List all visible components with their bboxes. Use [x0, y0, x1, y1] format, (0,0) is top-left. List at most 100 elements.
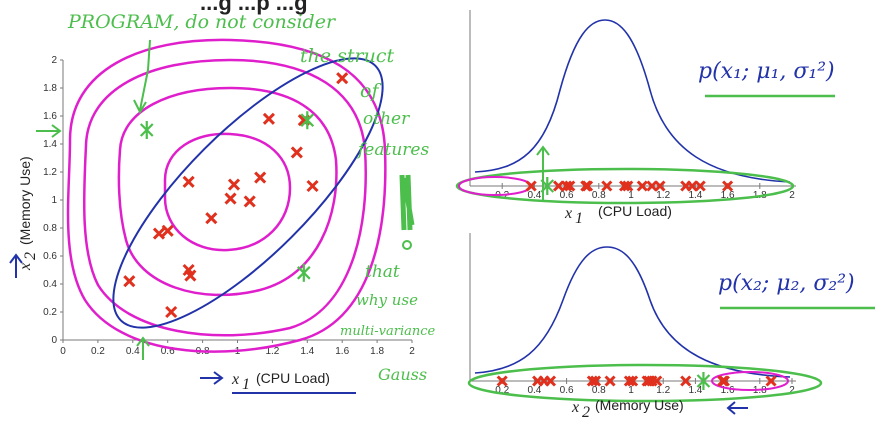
br-red-point	[627, 375, 639, 387]
pink-contour-outer	[66, 38, 387, 353]
left-xtick-label: 1.8	[370, 346, 384, 357]
left-xlabel-text: (CPU Load)	[256, 370, 330, 386]
red-data-point	[165, 305, 178, 319]
blue-ellipse-contour	[112, 57, 384, 329]
left-green-points	[139, 111, 315, 282]
br-gaussian-curve	[474, 246, 791, 378]
left-ytick-label: 0.8	[43, 223, 57, 234]
tr-data-points	[525, 177, 734, 195]
pink-contour-inner	[163, 132, 292, 252]
tr-xlabel: x 1 (CPU Load)	[564, 203, 672, 227]
left-xlabel-sub: 1	[242, 376, 250, 393]
tr-xlabel-var: x	[564, 205, 572, 222]
br-red-point	[651, 375, 663, 387]
handwritten-dot	[402, 240, 412, 250]
tr-xlabel-text: (CPU Load)	[598, 203, 672, 219]
br-green-highlight	[467, 363, 823, 403]
left-ylabel-var: x	[17, 263, 34, 271]
note-line-4: features	[356, 140, 429, 160]
left-xtick-label: 0.2	[91, 346, 105, 357]
red-data-point	[184, 269, 197, 282]
tr-green-highlight	[455, 167, 795, 205]
red-data-point	[161, 224, 174, 237]
tr-red-point	[654, 180, 666, 192]
tr-tick-label: 0.4	[527, 190, 541, 201]
br-red-point	[604, 375, 616, 387]
br-tick-label: 1.6	[721, 385, 735, 396]
left-xtick-label: 2	[409, 346, 415, 357]
br-red-point	[496, 375, 508, 387]
red-data-point	[254, 171, 267, 184]
left-ytick-label: 1.6	[43, 111, 57, 122]
br-xlabel: x 2 (Memory Use)	[571, 397, 684, 421]
tr-formula: p(x₁; μ₁, σ₁²)	[698, 59, 835, 84]
tr-red-point	[601, 180, 613, 192]
br-red-point	[590, 375, 602, 387]
left-xtick-label: 1.6	[335, 346, 349, 357]
br-xlabel-text: (Memory Use)	[595, 397, 684, 413]
tr-red-point	[561, 180, 573, 192]
left-ylabel-sub: 2	[22, 252, 39, 260]
left-xtick-label: 0.4	[126, 346, 140, 357]
left-ytick-label: 0.2	[43, 307, 57, 318]
green-test-point	[300, 111, 315, 130]
note-line-3: other	[363, 109, 410, 129]
br-red-point	[765, 375, 777, 387]
tr-green-arrow	[536, 145, 550, 200]
left-xtick-label: 0.6	[161, 346, 175, 357]
tr-tick-label: 1.4	[688, 190, 702, 201]
br-xlabel-sub: 2	[582, 404, 590, 421]
left-ylabel-text: (Memory Use)	[17, 156, 33, 245]
tr-tick-label: 1.6	[721, 190, 735, 201]
left-yaxis-green-arrow	[36, 124, 62, 138]
br-pink-highlight	[711, 371, 789, 391]
tr-red-point	[622, 180, 634, 192]
slide-title-fragment: ...g ...p ...g	[200, 0, 308, 15]
br-tick-label: 0.4	[527, 385, 541, 396]
left-xlabel-arrow	[200, 371, 224, 385]
left-ytick-label: 1.8	[43, 83, 57, 94]
br-data-points	[496, 372, 777, 390]
tr-tick-label: 2	[789, 190, 795, 201]
br-tick-label: 0.8	[592, 385, 606, 396]
handwritten-arrow-down	[133, 39, 151, 115]
tr-red-point	[525, 180, 537, 192]
br-red-point	[641, 375, 653, 387]
br-tick-label: 2	[789, 385, 795, 396]
left-ylabel: x 2 (Memory Use)	[17, 156, 39, 271]
tr-tick-label: 1	[628, 190, 634, 201]
red-data-point	[205, 212, 218, 225]
left-ytick-label: 0.6	[43, 251, 57, 262]
br-red-point	[623, 375, 635, 387]
br-tick-label: 1.2	[656, 385, 670, 396]
red-data-point	[243, 195, 256, 208]
side-note-line-2: multi-variance	[340, 324, 436, 339]
note-line-1: the struct	[300, 45, 395, 67]
red-data-point	[152, 227, 166, 240]
br-tick-label: 1	[628, 385, 634, 396]
red-data-point	[123, 275, 136, 288]
left-xtick-label: 0	[60, 346, 66, 357]
br-red-point	[680, 375, 692, 387]
left-ytick-label: 1.4	[43, 139, 57, 150]
red-data-point	[182, 175, 195, 188]
tr-red-point	[722, 180, 734, 192]
br-tick-label: 1.4	[688, 385, 702, 396]
red-data-point	[224, 192, 237, 205]
br-tick-label: 0.2	[495, 385, 509, 396]
tr-tick-label: 0.8	[592, 190, 606, 201]
handwritten-side-note: that why use multi-variance Gauss	[340, 262, 436, 384]
handwritten-big-mark	[399, 174, 415, 231]
left-xaxis-green-arrow	[136, 336, 150, 360]
pink-contours	[66, 38, 387, 353]
note-line-2: of	[360, 80, 381, 102]
br-red-point	[717, 375, 729, 387]
br-formula: p(x₂; μ₂, σ₂²)	[718, 271, 855, 296]
pink-contour-outer2	[82, 58, 367, 337]
red-data-point	[290, 146, 303, 159]
tr-tick-label: 1.2	[656, 190, 670, 201]
